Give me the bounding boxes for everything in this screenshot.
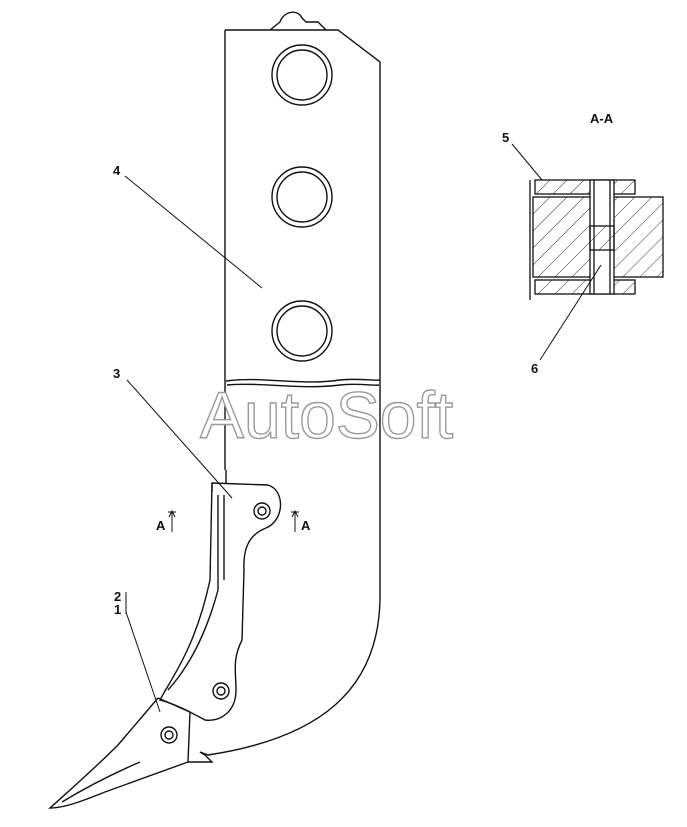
section-mark-right: A [301,518,311,533]
mounting-hole-3 [271,300,333,362]
mounting-hole-2 [271,166,333,228]
callout-3: 3 [113,366,120,381]
section-cut-markers [168,509,299,532]
callout-5: 5 [502,130,509,145]
mounting-hole-1 [271,44,333,106]
watermark-text: AutoSoft [200,378,453,452]
leader-lines [124,143,602,713]
callout-2: 2 [114,589,121,604]
section-title: A-A [590,111,614,126]
ripper-tip [48,697,214,809]
shin-guard [158,470,282,721]
callout-6: 6 [531,361,538,376]
section-view [529,179,664,300]
callout-1: 1 [114,602,121,617]
section-mark-left: A [156,518,166,533]
callout-4: 4 [113,163,121,178]
shank-body [199,11,381,756]
